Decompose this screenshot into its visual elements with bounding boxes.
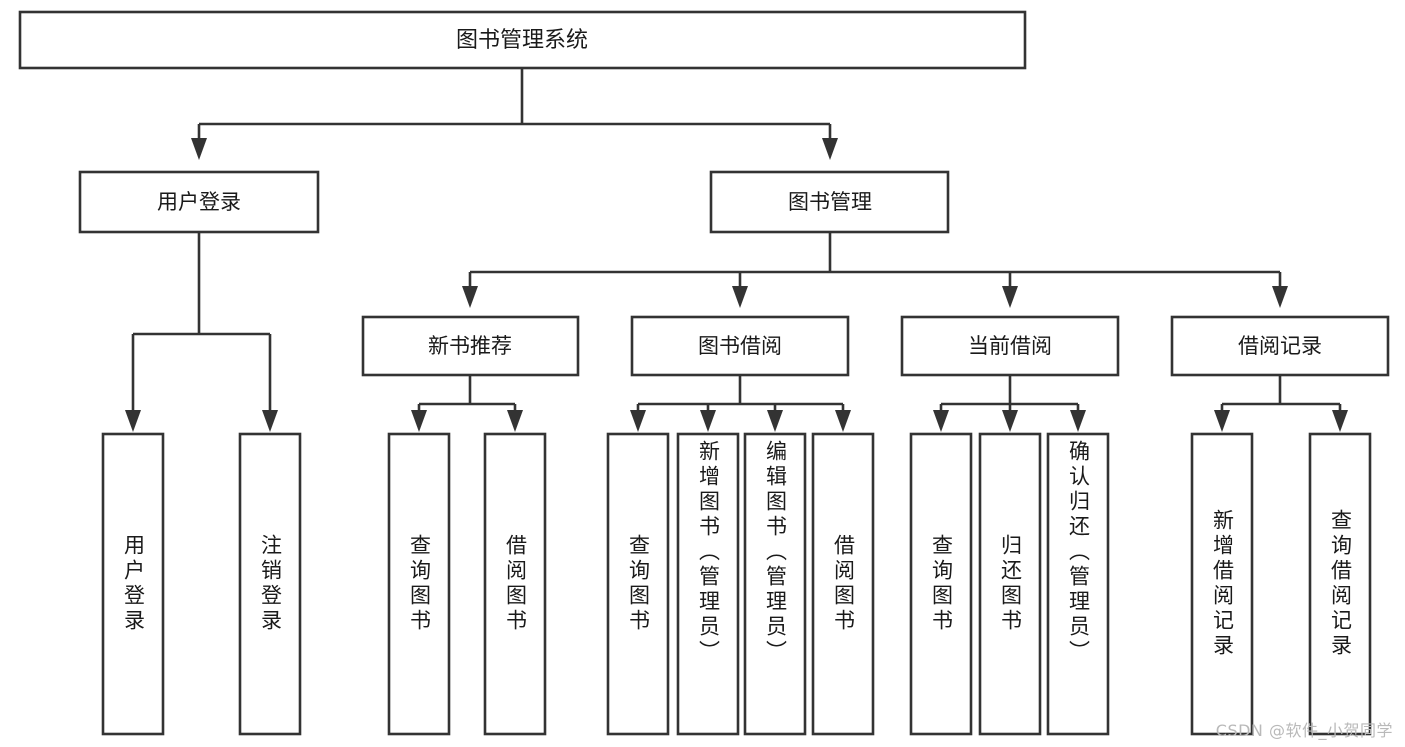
node-current-borrow-box[interactable] [900,315,1120,377]
arrow-cb-to-leaf3-icon [1070,410,1086,432]
node-root[interactable]: 图书管理系统 [18,10,1027,70]
node-book-borrow[interactable]: 图书借阅 [630,315,850,377]
leaf-edit-book-admin-box[interactable] [743,432,807,736]
arrow-ul-to-leaf1-icon [125,410,141,432]
connector-group-root [191,68,838,160]
node-root-box[interactable] [18,10,1027,70]
arrow-bm-to-current-borrow-icon [1002,286,1018,308]
connector-group-book-borrow [630,375,851,432]
arrow-bb-to-leaf2-icon [700,410,716,432]
node-book-manage[interactable]: 图书管理 [709,170,950,234]
arrow-br-to-leaf2-icon [1332,410,1348,432]
leaf-add-borrow-record-box[interactable] [1190,432,1254,736]
leaf-boxes [101,432,1372,736]
leaf-confirm-return-admin-box[interactable] [1046,432,1110,736]
arrow-br-to-leaf1-icon [1214,410,1230,432]
connector-group-borrow-record [1214,375,1348,432]
arrow-nbr-to-leaf2-icon [507,410,523,432]
arrow-ul-to-leaf2-icon [262,410,278,432]
node-user-login[interactable]: 用户登录 [78,170,320,234]
leaf-return-book-box[interactable] [978,432,1042,736]
leaf-query-borrow-record-box[interactable] [1308,432,1372,736]
node-new-book-rec[interactable]: 新书推荐 [361,315,580,377]
connector-group-current-borrow [933,375,1086,432]
node-current-borrow[interactable]: 当前借阅 [900,315,1120,377]
arrow-root-to-book-manage-icon [822,138,838,160]
arrow-bm-to-new-book-rec-icon [462,286,478,308]
arrow-bb-to-leaf3-icon [767,410,783,432]
arrow-cb-to-leaf2-icon [1002,410,1018,432]
arrow-bb-to-leaf4-icon [835,410,851,432]
node-new-book-rec-box[interactable] [361,315,580,377]
node-borrow-record-label: 借阅记录 [1238,334,1322,358]
node-book-borrow-box[interactable] [630,315,850,377]
leaf-borrow-book-box[interactable] [811,432,875,736]
arrow-nbr-to-leaf1-icon [411,410,427,432]
leaf-user-login-box[interactable] [101,432,165,736]
leaf-logout-login-box[interactable] [238,432,302,736]
connector-group-user-login [125,232,278,432]
arrow-bb-to-leaf1-icon [630,410,646,432]
watermark-text: CSDN @软件_小贺同学 [1215,721,1393,740]
node-borrow-record[interactable]: 借阅记录 [1170,315,1390,377]
node-book-manage-label: 图书管理 [788,190,872,214]
arrow-bm-to-book-borrow-icon [732,286,748,308]
arrow-bm-to-borrow-record-icon [1272,286,1288,308]
node-book-borrow-label: 图书借阅 [698,334,782,358]
node-user-login-label: 用户登录 [157,190,241,214]
arrow-root-to-user-login-icon [191,138,207,160]
node-current-borrow-label: 当前借阅 [968,334,1052,358]
arrow-cb-to-leaf1-icon [933,410,949,432]
connector-group-book-manage [462,232,1288,308]
leaf-rec-query-book-box[interactable] [387,432,451,736]
leaf-borrow-query-book-box[interactable] [606,432,670,736]
leaf-cur-query-book-box[interactable] [909,432,973,736]
connector-group-new-book-rec [411,375,523,432]
node-new-book-rec-label: 新书推荐 [428,334,512,358]
node-borrow-record-box[interactable] [1170,315,1390,377]
node-user-login-box[interactable] [78,170,320,234]
node-root-label: 图书管理系统 [456,28,588,53]
leaf-rec-borrow-book-box[interactable] [483,432,547,736]
node-book-manage-box[interactable] [709,170,950,234]
leaf-add-book-admin-box[interactable] [676,432,740,736]
